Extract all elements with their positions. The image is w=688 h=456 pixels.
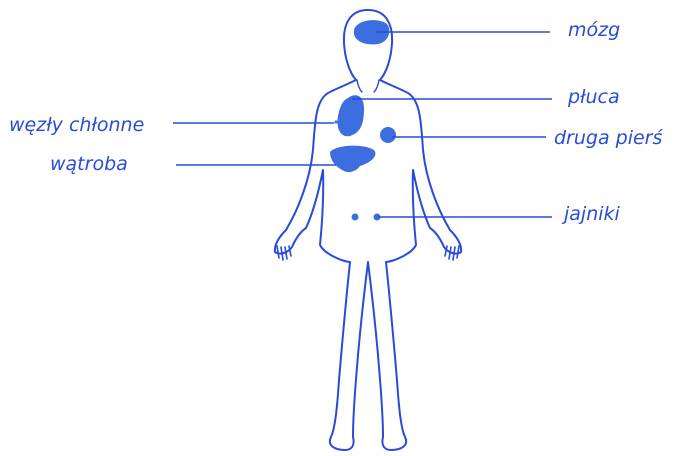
other-breast-spot [380,127,396,143]
label-liver: wątroba [50,153,128,175]
neck-lines [357,80,379,92]
leader-lines [173,32,552,217]
label-lungs: płuca [568,86,620,108]
label-brain: mózg [568,19,620,41]
ovary-left-spot [352,214,359,221]
label-lymph-nodes: węzły chłonne [9,114,144,136]
body-outline [275,10,461,450]
lymph-node-dot [334,120,337,123]
label-ovaries: jajniki [564,203,620,225]
lungs-spot [338,95,365,136]
label-other-breast: druga pierś [554,127,662,149]
liver-spot [330,146,375,172]
